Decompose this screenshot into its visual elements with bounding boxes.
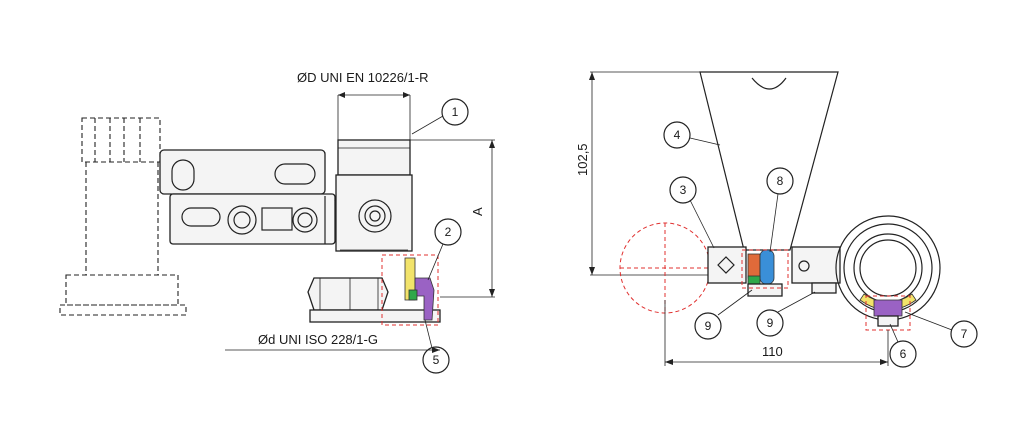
green-part — [747, 275, 761, 285]
dimensions-left — [225, 92, 495, 353]
right-block — [791, 246, 841, 294]
orange-part — [747, 253, 761, 279]
callout-4: 4 — [663, 121, 721, 149]
purple-ring — [873, 299, 903, 317]
svg-text:9: 9 — [705, 319, 712, 333]
svg-text:1: 1 — [452, 105, 459, 119]
svg-text:2: 2 — [445, 225, 452, 239]
callout-2: 2 — [427, 218, 462, 281]
dimension-A-label: A — [470, 207, 485, 216]
svg-text:8: 8 — [777, 174, 784, 188]
callout-8: 8 — [766, 167, 794, 253]
blue-part — [759, 249, 775, 285]
left-view: ØD UNI EN 10226/1-R Ød UNI ISO 228/1-G A… — [59, 70, 495, 374]
width-label: 110 — [762, 344, 783, 359]
callout-1: 1 — [411, 98, 469, 135]
right-view: 102,5 — [575, 71, 978, 368]
svg-text:9: 9 — [767, 316, 774, 330]
callout-9-left: 9 — [694, 289, 753, 340]
callout-6: 6 — [889, 323, 917, 368]
svg-text:3: 3 — [680, 183, 687, 197]
nozzle-center — [741, 249, 789, 297]
callout-5: 5 — [422, 319, 450, 374]
green-ring — [408, 289, 418, 301]
left-block — [707, 246, 747, 284]
svg-text:6: 6 — [900, 347, 907, 361]
dimension-width — [664, 300, 889, 366]
spray-cone — [699, 71, 839, 251]
svg-text:4: 4 — [674, 128, 681, 142]
dimension-height — [589, 71, 720, 276]
diameter-d-label: Ød UNI ISO 228/1-G — [258, 332, 378, 347]
ring-fitting — [835, 215, 941, 331]
diameter-D-label: ØD UNI EN 10226/1-R — [297, 70, 429, 85]
seal-detail-left — [381, 254, 439, 326]
svg-text:5: 5 — [433, 353, 440, 367]
callout-3: 3 — [669, 176, 715, 249]
svg-text:7: 7 — [961, 327, 968, 341]
mounting-bracket — [159, 149, 341, 247]
valve-body-left — [307, 139, 441, 323]
callout-7: 7 — [904, 311, 978, 348]
height-label: 102,5 — [575, 143, 590, 176]
callout-9-right: 9 — [756, 291, 816, 337]
phantom-bracket — [59, 117, 187, 316]
